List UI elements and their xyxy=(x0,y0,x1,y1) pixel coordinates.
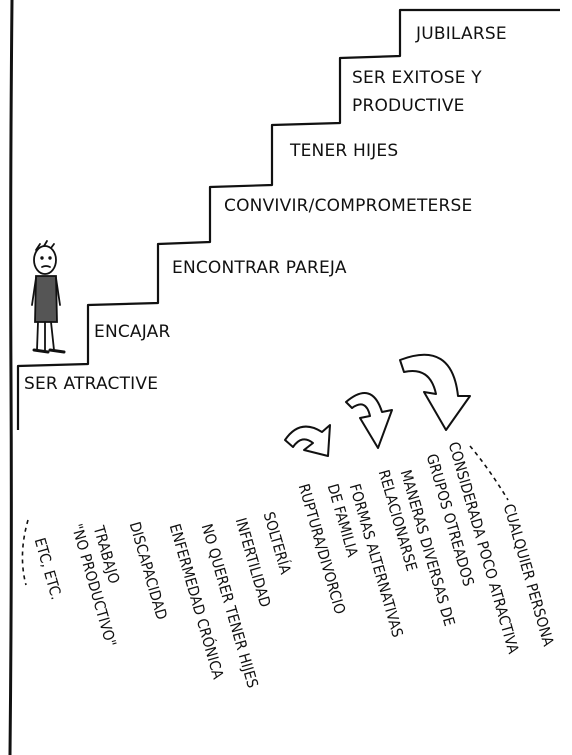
step-label-tener-hijes: TENER HIJES xyxy=(290,141,399,161)
step-label-encajar: ENCAJAR xyxy=(94,322,171,342)
step-label-ser-exitose: SER EXITOSE Y xyxy=(352,68,482,88)
dashed-arrow-icon xyxy=(21,445,509,586)
staircase-outline xyxy=(16,8,560,430)
step-label-encontrar-pareja: ENCONTRAR PAREJA xyxy=(172,258,347,278)
left-wall-line xyxy=(8,0,14,755)
step-label-jubilarse: JUBILARSE xyxy=(416,24,507,44)
step-label-productive: PRODUCTIVE xyxy=(352,96,465,116)
step-label-convivir: CONVIVIR/COMPROMETERSE xyxy=(224,196,473,216)
curved-arrow-icon xyxy=(284,353,471,457)
step-label-ser-atractive: SER ATRACTIVE xyxy=(24,374,159,394)
person-figure-icon xyxy=(31,240,66,354)
